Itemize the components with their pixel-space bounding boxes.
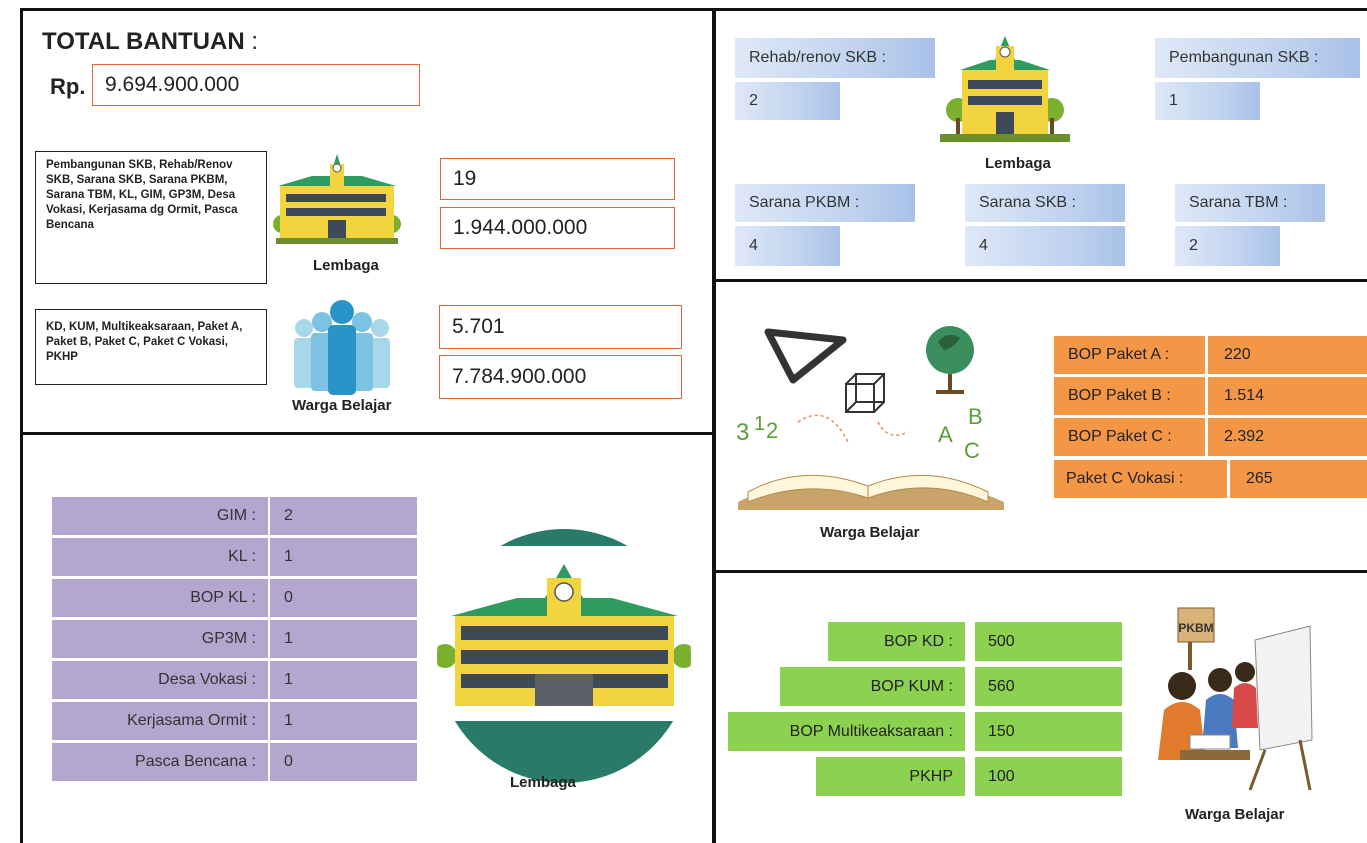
frame-left (20, 8, 23, 843)
svg-text:1: 1 (754, 413, 765, 435)
students-learning-icon: PKBM (1158, 607, 1313, 791)
school-building-icon-2 (940, 36, 1070, 142)
lembaga-description: Pembangunan SKB, Rehab/Renov SKB, Sarana… (35, 151, 267, 284)
total-title-text: TOTAL BANTUAN (42, 28, 245, 55)
green-table-label: BOP KD : (828, 622, 965, 661)
purple-row-value: 0 (270, 579, 417, 617)
purple-table-row: BOP KL :0 (52, 579, 417, 617)
lembaga-count: 19 (440, 158, 675, 200)
rehab-skb-value: 2 (735, 82, 840, 120)
bop-paket-label: BOP Paket A : (1054, 336, 1205, 374)
purple-table-row: GP3M :1 (52, 620, 417, 658)
purple-row-value: 1 (270, 702, 417, 740)
pembangunan-skb-label: Pembangunan SKB : (1155, 38, 1360, 78)
purple-row-label: Pasca Bencana : (52, 743, 268, 781)
purple-row-value: 1 (270, 620, 417, 658)
purple-row-label: GP3M : (52, 620, 268, 658)
frame-divider-right-2 (715, 570, 1367, 573)
purple-row-value: 1 (270, 538, 417, 576)
school-circle-icon (437, 529, 691, 783)
purple-row-label: BOP KL : (52, 579, 268, 617)
lembaga-amount: 1.944.000.000 (440, 207, 675, 249)
frame-divider-left (20, 432, 715, 435)
svg-text:3: 3 (736, 419, 749, 446)
svg-text:2: 2 (766, 418, 778, 443)
svg-text:A: A (938, 422, 953, 447)
frame-top-left (20, 8, 715, 11)
sarana-skb-label: Sarana SKB : (965, 184, 1125, 222)
green-table-value: 560 (975, 667, 1122, 706)
skb-caption: Lembaga (985, 155, 1051, 172)
sarana-pkbm-value: 4 (735, 226, 840, 266)
purple-table-row: GIM :2 (52, 497, 417, 535)
lembaga-caption: Lembaga (313, 257, 379, 274)
purple-table-row: KL :1 (52, 538, 417, 576)
frame-divider-right-1 (715, 279, 1367, 282)
school-building-icon (273, 154, 401, 244)
sarana-pkbm-label: Sarana PKBM : (735, 184, 915, 222)
green-table-label: PKHP (816, 757, 965, 796)
green-table-label: BOP KUM : (780, 667, 965, 706)
sarana-skb-value: 4 (965, 226, 1125, 266)
purple-row-value: 2 (270, 497, 417, 535)
warga-amount: 7.784.900.000 (439, 355, 682, 399)
purple-row-label: Desa Vokasi : (52, 661, 268, 699)
warga-description: KD, KUM, Multikeaksaraan, Paket A, Paket… (35, 309, 267, 385)
purple-table-row: Desa Vokasi :1 (52, 661, 417, 699)
total-amount: 9.694.900.000 (92, 64, 420, 106)
total-title: TOTAL BANTUAN : (42, 28, 258, 56)
bop-paket-value: 265 (1230, 460, 1367, 498)
green-table-value: 500 (975, 622, 1122, 661)
purple-caption: Lembaga (510, 774, 576, 791)
bop-paket-label: BOP Paket B : (1054, 377, 1205, 415)
purple-table-row: Pasca Bencana :0 (52, 743, 417, 781)
bop-paket-value: 220 (1208, 336, 1367, 374)
bop-paket-label: BOP Paket C : (1054, 418, 1205, 456)
purple-row-label: Kerjasama Ormit : (52, 702, 268, 740)
purple-row-label: GIM : (52, 497, 268, 535)
frame-center (712, 8, 716, 843)
warga-caption: Warga Belajar (292, 397, 392, 414)
sarana-tbm-value: 2 (1175, 226, 1280, 266)
people-group-icon (294, 300, 390, 395)
warga-count: 5.701 (439, 305, 682, 349)
open-book-icon: 3 1 2 A B C (736, 326, 1004, 510)
green-caption: Warga Belajar (1185, 806, 1285, 823)
svg-text:B: B (968, 404, 983, 429)
purple-row-label: KL : (52, 538, 268, 576)
purple-table-row: Kerjasama Ormit :1 (52, 702, 417, 740)
sarana-tbm-label: Sarana TBM : (1175, 184, 1325, 222)
green-table-label: BOP Multikeaksaraan : (728, 712, 965, 751)
green-table-value: 150 (975, 712, 1122, 751)
frame-top-right (715, 8, 1367, 11)
pkbm-sign: PKBM (1178, 621, 1213, 635)
pembangunan-skb-value: 1 (1155, 82, 1260, 120)
book-caption: Warga Belajar (820, 524, 920, 541)
rp-label: Rp. (50, 74, 86, 99)
purple-row-value: 0 (270, 743, 417, 781)
bop-paket-value: 1.514 (1208, 377, 1367, 415)
purple-row-value: 1 (270, 661, 417, 699)
total-title-colon: : (251, 28, 258, 55)
green-table-value: 100 (975, 757, 1122, 796)
bop-paket-label: Paket C Vokasi : (1054, 460, 1227, 498)
bop-paket-value: 2.392 (1208, 418, 1367, 456)
rehab-skb-label: Rehab/renov SKB : (735, 38, 935, 78)
svg-text:C: C (964, 438, 980, 463)
